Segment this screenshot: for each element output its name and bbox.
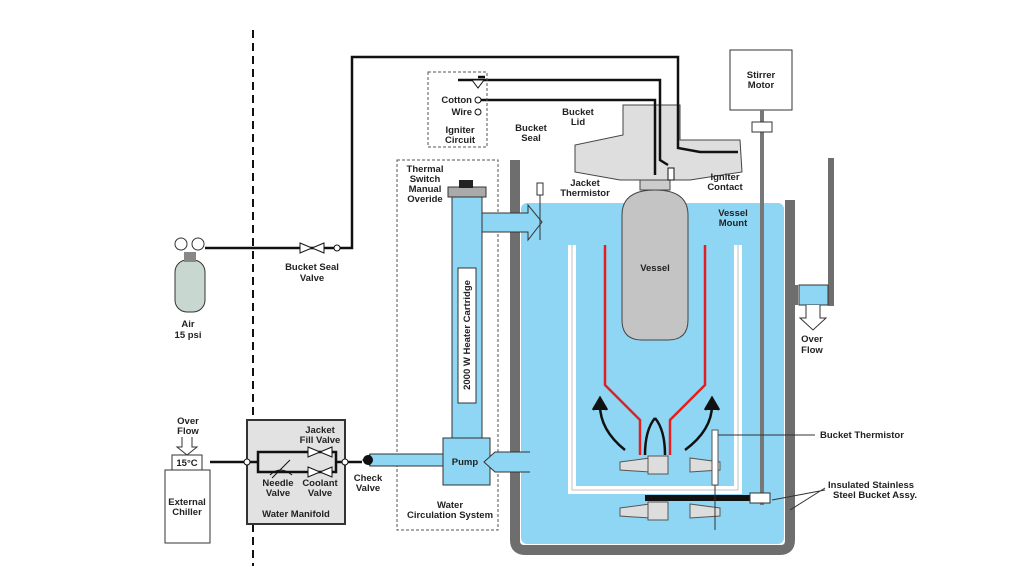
igniter-contact-label: Igniter <box>710 172 739 183</box>
igniter-circuit-label-2: Circuit <box>445 135 476 146</box>
jacket-fill-valve-icon <box>307 446 333 458</box>
air-tank <box>174 237 206 313</box>
thermal-switch-label-2: Switch <box>410 174 441 185</box>
bucket-lid-label: Bucket <box>562 107 595 118</box>
vessel-label: Vessel <box>640 263 670 274</box>
stirrer <box>619 49 793 530</box>
air-pressure-label: 15 psi <box>175 330 202 341</box>
external-chiller-label-2: Chiller <box>172 507 202 518</box>
coolant-valve-label-2: Valve <box>308 488 332 499</box>
water-circulation-label: Water <box>437 500 463 511</box>
check-valve-label: Check <box>354 473 383 484</box>
water-manifold-label: Water Manifold <box>262 509 330 520</box>
bucket-seal-valve-icon <box>299 242 325 254</box>
thermal-switch-label: Thermal <box>407 164 444 175</box>
bucket-thermistor-label: Bucket Thermistor <box>820 430 904 441</box>
heat-path <box>603 245 707 455</box>
flow-arrows <box>591 395 721 456</box>
check-valve-label-2: Valve <box>356 483 380 494</box>
temperature-label: 15°C <box>176 458 197 469</box>
needle-valve-icon <box>269 459 293 479</box>
external-chiller-label: External <box>168 497 206 508</box>
vessel-mount-label: Vessel <box>718 208 748 219</box>
bucket-seal-label-2: Seal <box>521 133 541 144</box>
inner-bucket <box>568 245 742 494</box>
air-label: Air <box>181 319 195 330</box>
needle-valve-label-2: Valve <box>266 488 290 499</box>
vessel <box>621 189 689 341</box>
thermal-switch-label-3: Manual <box>409 184 442 195</box>
bucket-lid <box>574 104 743 181</box>
igniter-contact-label-2: Contact <box>707 182 743 193</box>
pump <box>442 437 491 486</box>
thermal-switch-label-4: Overide <box>407 194 442 205</box>
vessel-mount-label-2: Mount <box>719 218 748 229</box>
wire-label: Wire <box>451 107 472 118</box>
igniter-contact-icon <box>667 167 675 181</box>
jacket-thermistor-label-2: Thermistor <box>560 188 610 199</box>
stirrer-motor-label: Stirrer <box>747 70 776 81</box>
pump-label: Pump <box>452 457 479 468</box>
overflow-right-label-2: Flow <box>801 345 823 356</box>
bucket-seal-valve-label: Bucket Seal <box>285 262 339 273</box>
coolant-valve-icon <box>307 466 333 478</box>
cotton-label: Cotton <box>441 95 472 106</box>
overflow-left-label: Over <box>177 416 199 427</box>
heater-cartridge-label: 2000 W Heater Cartridge <box>462 280 473 390</box>
overflow-right-label: Over <box>801 334 823 345</box>
igniter-circuit-label: Igniter <box>445 125 474 136</box>
insulated-bucket-label: Insulated Stainless <box>828 480 914 491</box>
bucket-seal-label: Bucket <box>515 123 548 134</box>
overflow-left-label-2: Flow <box>177 426 199 437</box>
jacket-thermistor-label: Jacket <box>570 178 600 189</box>
water-circulation-box <box>396 159 499 531</box>
needle-valve-label: Needle <box>262 478 293 489</box>
jacket-fill-valve-label: Jacket <box>305 425 335 436</box>
heater-tube <box>369 180 543 486</box>
ground-icon <box>471 79 485 89</box>
coolant-valve-label: Coolant <box>302 478 338 489</box>
bucket-lid-label-2: Lid <box>571 117 585 128</box>
wires <box>205 55 738 250</box>
jacket-fill-valve-label-2: Fill Valve <box>300 435 341 446</box>
stirrer-motor-label-2: Motor <box>748 80 775 91</box>
igniter-circuit-box <box>427 71 488 148</box>
insulated-bucket-label-2: Steel Bucket Assy. <box>833 490 917 501</box>
bucket-seal-valve-label-2: Valve <box>300 273 324 284</box>
water-circulation-label-2: Circulation System <box>407 510 493 521</box>
